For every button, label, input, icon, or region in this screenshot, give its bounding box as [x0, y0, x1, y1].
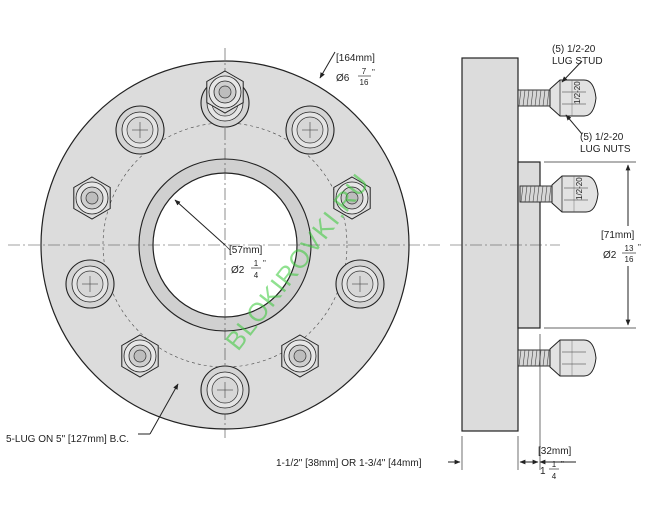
lip-width-callout: [32mm] 1 1 4 ": [538, 446, 572, 481]
lug-stud-leader: [561, 60, 583, 83]
center-bore-callout: [57mm] Ø2 1 4 ": [229, 245, 266, 280]
bolt-circle-leader: [149, 383, 179, 435]
hub-diameter-frac-num: 13: [625, 244, 634, 253]
nut-marking: 1/2-20: [575, 177, 584, 200]
lip-width-imperial: 1: [540, 466, 546, 477]
lug-stud-side: [519, 185, 553, 203]
lug-stud-size: (5) 1/2-20: [552, 44, 596, 55]
bore-dimension-leader: [174, 199, 226, 246]
outer-diameter-metric: [164mm]: [336, 53, 375, 64]
lug-nuts-callout: (5) 1/2-20 LUG NUTS: [580, 132, 631, 155]
stud-hole: [285, 105, 335, 155]
hub-diameter-inch-mark: ": [638, 243, 641, 252]
bolt-circle: [102, 122, 348, 368]
stud-hole: [115, 105, 165, 155]
hub-diameter-metric: [71mm]: [601, 230, 635, 241]
stud-hole: [65, 259, 115, 309]
lug-nuts-size: (5) 1/2-20: [580, 132, 624, 143]
lip-width-frac-num: 1: [552, 460, 557, 469]
bore-dimension-leader-tail: [224, 244, 231, 251]
nut-marking: 1/2-20: [573, 81, 582, 104]
lip-width-metric: [32mm]: [538, 446, 572, 457]
stud-hole: [200, 365, 250, 415]
center-bore-metric: [57mm]: [229, 245, 263, 256]
center-bore-imperial: Ø2: [231, 265, 245, 276]
spacer-plate-side: [461, 57, 519, 432]
outer-diameter-frac-num: 7: [362, 67, 367, 76]
outer-diameter-inch-mark: ": [372, 68, 375, 77]
lug-stud-callout: (5) 1/2-20 LUG STUD: [552, 44, 603, 67]
side-view: 1/2-20 1/2-20: [448, 57, 636, 470]
lug-stud-side: [517, 89, 551, 107]
hub-diameter-callout: [71mm] Ø2 13 16 ": [598, 226, 644, 266]
lug-nuts-label: LUG NUTS: [580, 144, 631, 155]
lip-width-frac-den: 4: [552, 472, 557, 481]
lip-width-inch-mark: ": [561, 460, 564, 469]
outer-diameter-callout: [164mm] Ø6 7 16 ": [336, 53, 375, 87]
lug-nut-side: [549, 339, 597, 377]
center-bore-frac-den: 4: [254, 271, 259, 280]
outer-diameter-imperial: Ø6: [336, 73, 350, 84]
lug-nuts-leader: [565, 114, 583, 135]
outer-diameter-frac-den: 16: [360, 78, 369, 87]
center-bore-inch-mark: ": [263, 259, 266, 268]
hub-diameter-imperial: Ø2: [603, 250, 617, 261]
stud-hole: [335, 259, 385, 309]
center-bore-frac-num: 1: [254, 259, 259, 268]
lug-stud-label: LUG STUD: [552, 56, 603, 67]
lug-stud-side: [517, 349, 551, 367]
hub-diameter-frac-den: 16: [625, 255, 634, 264]
hub-diameter-label-bg: [598, 226, 644, 266]
front-view: [8, 48, 442, 438]
outer-diameter-leader: [319, 51, 336, 79]
thickness-options-label: 1-1/2" [38mm] OR 1-3/4" [44mm]: [276, 458, 422, 469]
bolt-pattern-label: 5-LUG ON 5" [127mm] B.C.: [6, 434, 129, 445]
